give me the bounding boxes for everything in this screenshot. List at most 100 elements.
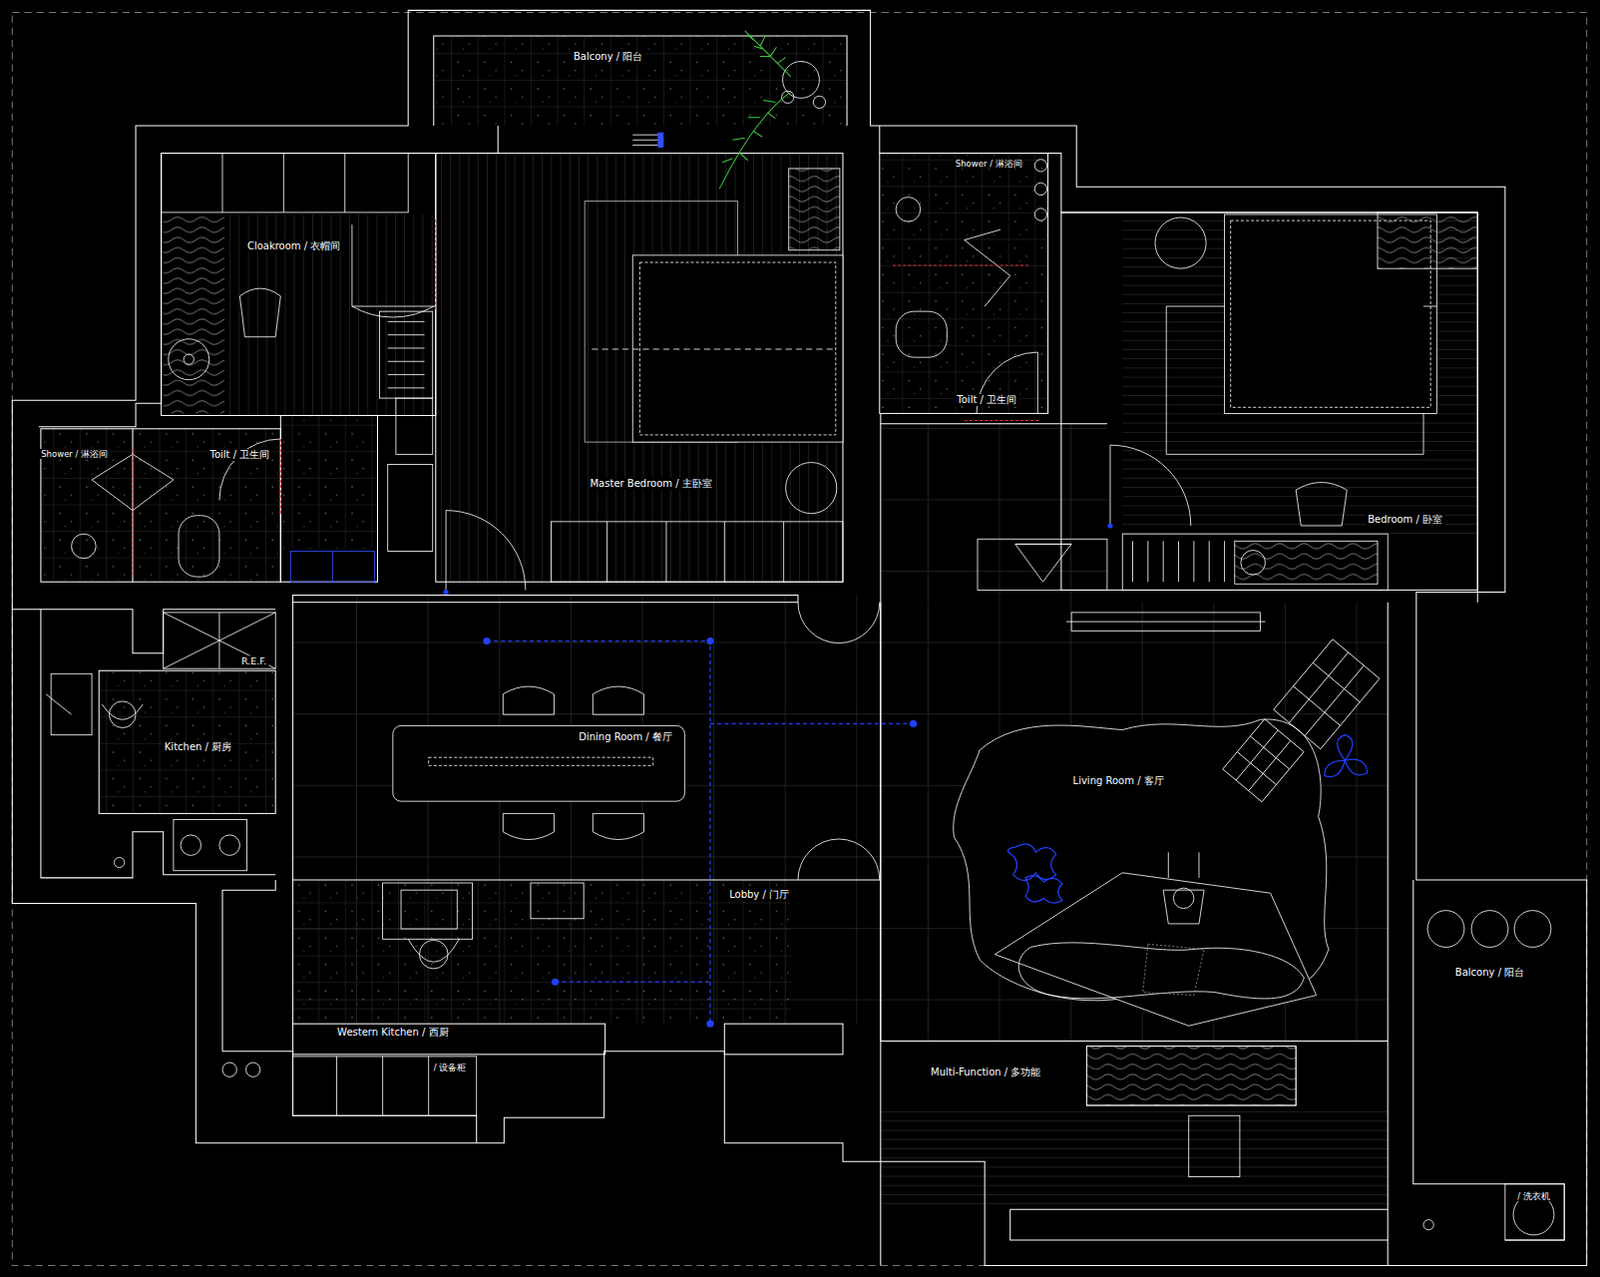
rooms	[280, 414, 378, 582]
room-label: / 设备柜	[431, 1062, 469, 1073]
room-label: Lobby / 门厅	[727, 888, 792, 901]
furniture	[101, 704, 143, 720]
glass-doors	[280, 438, 282, 516]
furniture	[1240, 550, 1266, 576]
furniture	[1132, 540, 1224, 582]
doors	[445, 510, 526, 591]
plant	[719, 30, 792, 190]
furniture	[178, 515, 220, 577]
doors	[964, 229, 1011, 307]
furniture	[428, 757, 654, 766]
furniture	[632, 134, 659, 145]
floor-finish	[280, 414, 378, 548]
furniture	[1222, 719, 1304, 802]
floor-finish	[880, 1107, 1388, 1209]
doors	[219, 438, 281, 500]
room-label: / 洗衣机	[1515, 1191, 1553, 1201]
rooms	[292, 602, 294, 1024]
rooms	[131, 428, 133, 582]
sheet-border	[11, 11, 1587, 1265]
room-label: Shower / 淋浴间	[953, 158, 1025, 169]
axis-dots	[551, 978, 559, 986]
doors	[798, 838, 880, 880]
rooms	[293, 1023, 606, 1055]
floor-finish	[880, 423, 1108, 603]
furniture	[1273, 639, 1380, 750]
furniture	[607, 521, 785, 582]
walls	[222, 879, 477, 1144]
doors	[352, 224, 436, 318]
room-label: Multi-Function / 多功能	[928, 1066, 1043, 1079]
furniture	[180, 834, 201, 855]
furniture	[45, 61, 1565, 1241]
room-label: Living Room / 客厅	[1071, 775, 1167, 788]
rooms	[293, 878, 881, 880]
floor-finish	[40, 35, 1478, 1209]
furniture	[895, 197, 921, 223]
glass-doors	[892, 265, 1031, 267]
furniture	[632, 255, 843, 442]
furniture	[1034, 182, 1047, 195]
furniture	[114, 856, 125, 867]
walls	[880, 602, 1565, 1266]
furniture	[400, 889, 457, 929]
furniture	[895, 311, 947, 358]
room-label: Toilt / 卫生间	[954, 394, 1019, 406]
living-accents	[1324, 735, 1368, 778]
walls	[880, 1041, 1388, 1266]
floor-finish	[1122, 212, 1478, 534]
furniture	[1155, 217, 1206, 269]
axis-dots	[706, 637, 714, 645]
furniture	[1423, 1219, 1434, 1230]
glass-doors	[131, 448, 133, 577]
furniture	[396, 398, 433, 454]
glass-doors	[434, 219, 436, 312]
axis-lines	[486, 641, 914, 1025]
room-label: Cloakroom / 衣帽间	[245, 240, 343, 253]
furniture	[1122, 533, 1388, 590]
furniture	[1034, 208, 1047, 221]
furniture	[393, 725, 686, 801]
doors	[1110, 444, 1192, 526]
furniture	[1427, 910, 1465, 948]
glass-doors	[964, 419, 1040, 421]
furniture	[163, 612, 277, 669]
furniture	[1066, 621, 1265, 623]
furniture	[1034, 159, 1047, 172]
axis-dots	[1107, 522, 1113, 528]
furniture	[383, 882, 473, 939]
walls	[38, 35, 1478, 603]
furniture	[1222, 719, 1304, 802]
rooms	[40, 153, 1478, 1055]
furniture	[530, 882, 584, 919]
furniture	[380, 311, 433, 399]
furniture	[173, 819, 248, 871]
furniture	[1143, 943, 1204, 995]
rooms	[880, 422, 1108, 424]
room-label: Dining Room / 餐厅	[576, 731, 675, 744]
floor-finish	[163, 214, 225, 413]
rooms	[98, 670, 276, 813]
furniture	[1173, 887, 1194, 908]
glass-doors	[132, 219, 1039, 577]
furniture	[1018, 942, 1304, 999]
living-accents	[1007, 843, 1062, 903]
rooms	[161, 153, 436, 416]
furniture	[1471, 910, 1509, 948]
furniture	[1086, 1046, 1296, 1106]
furniture	[1086, 1046, 1296, 1106]
furniture	[1377, 212, 1478, 269]
furniture	[293, 1056, 477, 1116]
room-label: Master Bedroom / 主卧室	[587, 477, 714, 490]
room-label: Toilt / 卫生间	[208, 448, 273, 461]
furniture	[639, 262, 835, 435]
rooms	[879, 412, 881, 1041]
furniture	[789, 168, 840, 251]
rooms	[879, 153, 1049, 414]
room-label: Western Kitchen / 西厨	[335, 1026, 451, 1039]
room-label: R.E.F.	[239, 655, 269, 667]
room-label: Shower / 淋浴间	[38, 448, 110, 459]
axis-dots	[909, 720, 917, 728]
